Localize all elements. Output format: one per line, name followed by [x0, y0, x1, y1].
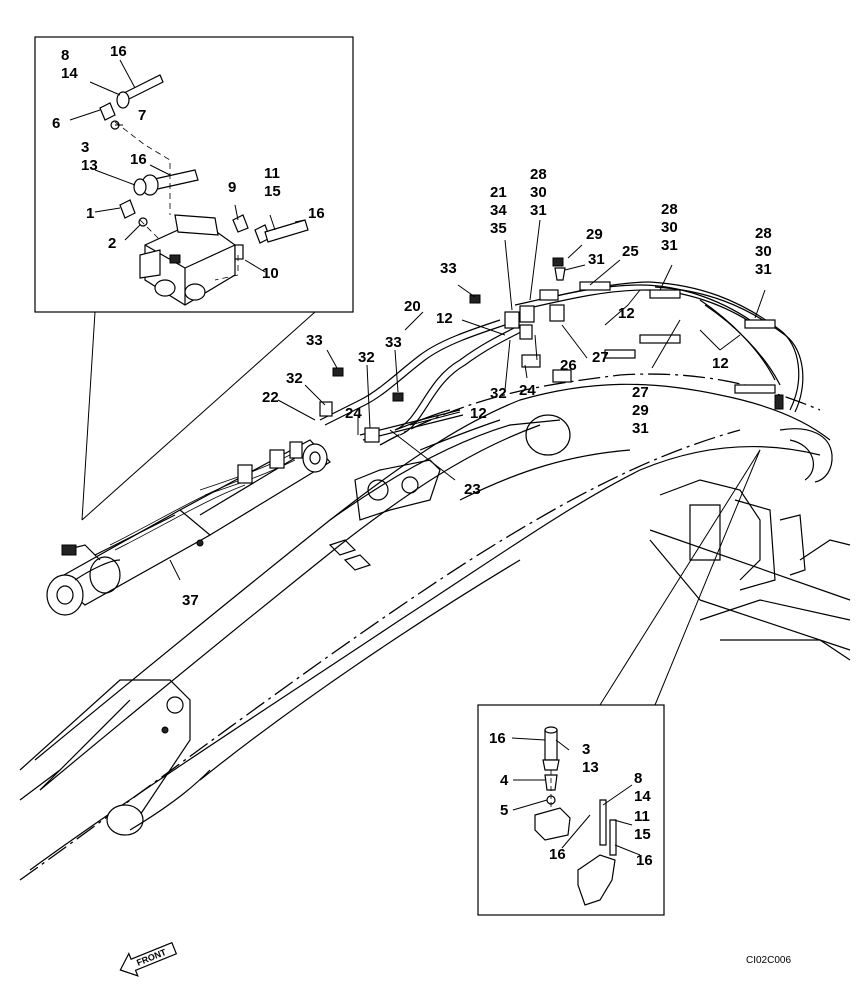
- callout-16-right: 16: [308, 205, 325, 222]
- front-arrow-icon: FRONT: [119, 941, 178, 977]
- callout-26: 26: [560, 357, 577, 374]
- callout-16-inset2-bl: 16: [549, 846, 566, 863]
- callout-12-a: 12: [436, 310, 453, 327]
- callout-37: 37: [182, 592, 199, 609]
- callout-4: 4: [500, 772, 509, 789]
- callout-33-c: 33: [385, 334, 402, 351]
- callout-22: 22: [262, 389, 279, 406]
- inset-valve-detail: [34, 36, 354, 521]
- drawing-code: CI02C006: [746, 955, 791, 966]
- callout-16-inset2-br: 16: [636, 852, 653, 869]
- callout-29: 29: [586, 226, 603, 243]
- callout-10: 10: [262, 265, 279, 282]
- callout-12-b: 12: [618, 305, 635, 322]
- callout-12-c: 12: [712, 355, 729, 372]
- callout-7: 7: [138, 107, 146, 124]
- callout-5: 5: [500, 802, 508, 819]
- callout-32-a: 32: [358, 349, 375, 366]
- callout-33-b: 33: [306, 332, 323, 349]
- callout-16-inset2: 16: [489, 730, 506, 747]
- callout-25: 25: [622, 243, 639, 260]
- callout-16-top: 16: [110, 43, 127, 60]
- callout-6: 6: [52, 115, 60, 132]
- callout-12-d: 12: [470, 405, 487, 422]
- callout-27: 27: [592, 349, 609, 366]
- callout-32-b: 32: [286, 370, 303, 387]
- callout-24-b: 24: [519, 382, 536, 399]
- callout-2: 2: [108, 235, 116, 252]
- inset-fitting-detail: [477, 449, 761, 916]
- callout-16-mid: 16: [130, 151, 147, 168]
- callout-24-a: 24: [345, 405, 362, 422]
- boom-cylinder: [46, 439, 331, 616]
- callout-leaders: [69, 59, 766, 856]
- front-label: FRONT: [135, 947, 168, 968]
- boom-structure: [19, 373, 851, 881]
- callout-1: 1: [86, 205, 94, 222]
- hydraulic-lines: [319, 257, 804, 443]
- callout-9: 9: [228, 179, 236, 196]
- callout-31: 31: [588, 251, 605, 268]
- callout-20: 20: [404, 298, 421, 315]
- callout-32-c: 32: [490, 385, 507, 402]
- callout-33-a: 33: [440, 260, 457, 277]
- callout-23: 23: [464, 481, 481, 498]
